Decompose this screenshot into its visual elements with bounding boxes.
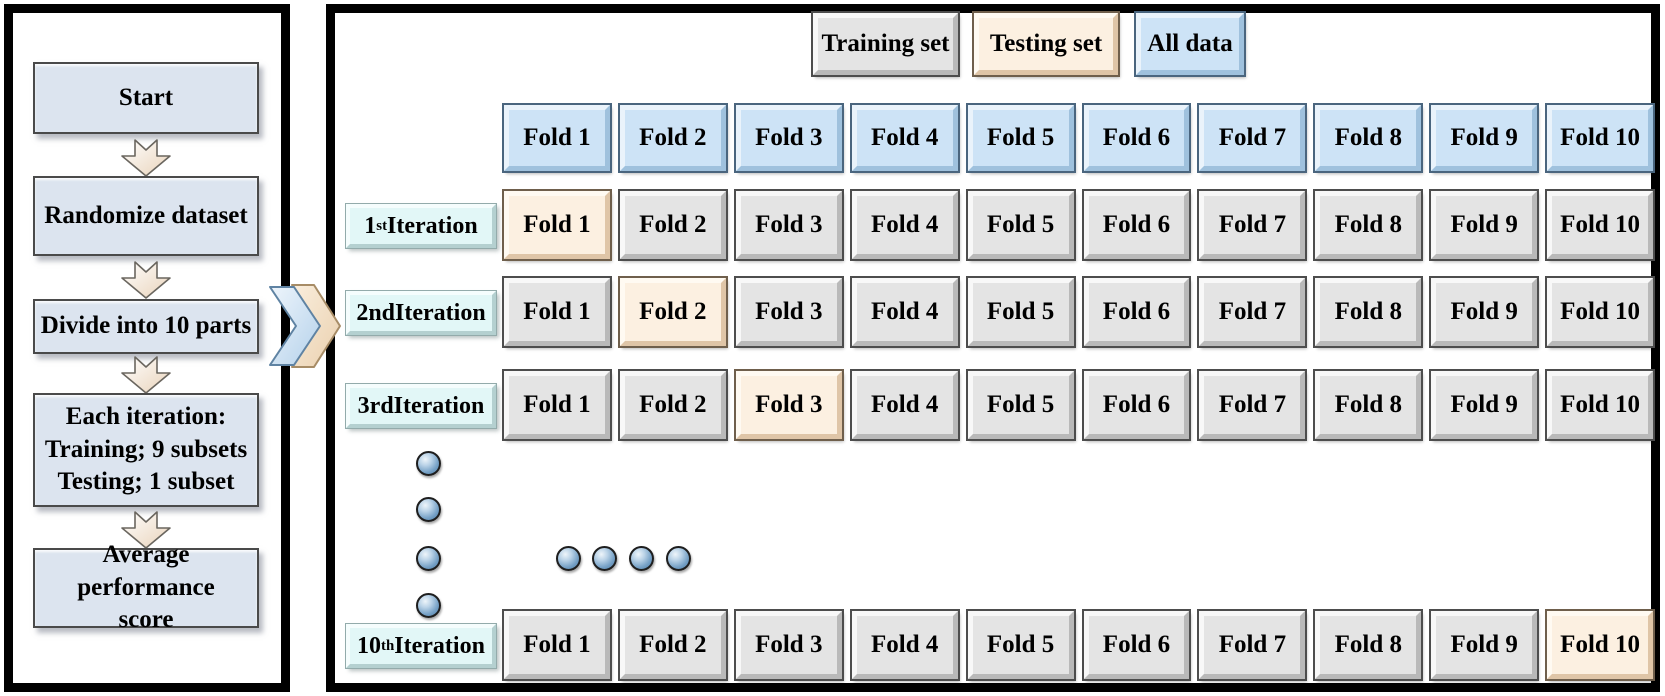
fold-header-cell: Fold 3 bbox=[733, 103, 844, 173]
down-arrow-icon bbox=[121, 356, 171, 394]
fold-cell: Fold 6 bbox=[1081, 189, 1192, 261]
flow-step-average-score: Average performance score bbox=[33, 541, 259, 633]
fold-header-cell: Fold 6 bbox=[1081, 103, 1192, 173]
fold-cell: Fold 4 bbox=[849, 276, 960, 348]
flow-step-start: Start bbox=[33, 62, 259, 134]
fold-cell: Fold 9 bbox=[1429, 609, 1540, 681]
fold-cell: Fold 5 bbox=[965, 369, 1076, 441]
fold-header-cell: Fold 4 bbox=[849, 103, 960, 173]
fold-cell: Fold 4 bbox=[849, 189, 960, 261]
down-arrow-icon bbox=[121, 261, 171, 299]
iteration-number: 1 bbox=[364, 212, 377, 239]
fold-cell: Fold 3 bbox=[733, 189, 844, 261]
fold-cell: Fold 5 bbox=[965, 276, 1076, 348]
fold-cell: Fold 4 bbox=[849, 369, 960, 441]
iteration-number: 3rd bbox=[357, 392, 394, 419]
fold-cell: Fold 9 bbox=[1429, 276, 1540, 348]
fold-cell: Fold 3 bbox=[733, 369, 844, 441]
fold-cell: Fold 7 bbox=[1197, 276, 1308, 348]
fold-cell: Fold 9 bbox=[1429, 189, 1540, 261]
ellipsis-dot bbox=[416, 546, 441, 571]
fold-cell: Fold 1 bbox=[502, 609, 612, 681]
legend-training-box: Training set bbox=[811, 11, 960, 77]
iteration-word: Iteration bbox=[387, 212, 478, 239]
fold-cell: Fold 2 bbox=[617, 189, 728, 261]
iteration-2-label: 2nd Iteration bbox=[345, 290, 497, 336]
iteration-word: Iteration bbox=[394, 632, 485, 659]
fold-cell: Fold 1 bbox=[502, 189, 612, 261]
double-chevron-icon bbox=[269, 284, 341, 368]
fold-header-cell: Fold 10 bbox=[1545, 103, 1656, 173]
fold-cell: Fold 3 bbox=[733, 276, 844, 348]
iteration-3-label: 3rd Iteration bbox=[345, 383, 497, 429]
fold-header-cell: Fold 2 bbox=[617, 103, 728, 173]
fold-cell: Fold 10 bbox=[1545, 189, 1656, 261]
fold-header-cell: Fold 5 bbox=[965, 103, 1076, 173]
fold-cell: Fold 2 bbox=[617, 276, 728, 348]
ellipsis-dot bbox=[556, 546, 581, 571]
flowchart-panel: Start Randomize dataset Divide into 10 p… bbox=[4, 4, 290, 692]
fold-cell: Fold 5 bbox=[965, 609, 1076, 681]
fold-cell: Fold 1 bbox=[502, 369, 612, 441]
down-arrow-icon bbox=[121, 139, 171, 177]
fold-cell: Fold 10 bbox=[1545, 369, 1656, 441]
iteration-3-row: Fold 1 Fold 2 Fold 3 Fold 4 Fold 5 Fold … bbox=[502, 369, 1656, 441]
fold-header-cell: Fold 7 bbox=[1197, 103, 1308, 173]
fold-header-cell: Fold 8 bbox=[1313, 103, 1424, 173]
fold-cell: Fold 2 bbox=[617, 609, 728, 681]
fold-cell: Fold 10 bbox=[1545, 276, 1656, 348]
fold-header-cell: Fold 1 bbox=[502, 103, 612, 173]
fold-cell: Fold 1 bbox=[502, 276, 612, 348]
iteration-number: 2nd bbox=[356, 299, 396, 326]
iteration-10-row: Fold 1 Fold 2 Fold 3 Fold 4 Fold 5 Fold … bbox=[502, 609, 1656, 681]
fold-cell: Fold 8 bbox=[1313, 369, 1424, 441]
flow-step-randomize: Randomize dataset bbox=[33, 176, 259, 256]
ellipsis-dot bbox=[416, 497, 441, 522]
ellipsis-dot bbox=[629, 546, 654, 571]
legend-all-data-box: All data bbox=[1134, 11, 1246, 77]
fold-cell: Fold 6 bbox=[1081, 609, 1192, 681]
ellipsis-dot bbox=[592, 546, 617, 571]
fold-cell: Fold 2 bbox=[617, 369, 728, 441]
flow-step-divide: Divide into 10 parts bbox=[33, 299, 259, 354]
fold-cell: Fold 10 bbox=[1545, 609, 1656, 681]
iteration-1-row: Fold 1 Fold 2 Fold 3 Fold 4 Fold 5 Fold … bbox=[502, 189, 1656, 261]
fold-cell: Fold 6 bbox=[1081, 369, 1192, 441]
fold-header-row: Fold 1 Fold 2 Fold 3 Fold 4 Fold 5 Fold … bbox=[502, 103, 1656, 173]
fold-cell: Fold 8 bbox=[1313, 189, 1424, 261]
fold-grid-panel: Training set Testing set All data Fold 1… bbox=[326, 4, 1660, 692]
fold-cell: Fold 5 bbox=[965, 189, 1076, 261]
fold-cell: Fold 6 bbox=[1081, 276, 1192, 348]
ellipsis-dot bbox=[416, 451, 441, 476]
iteration-word: Iteration bbox=[395, 299, 486, 326]
fold-header-cell: Fold 9 bbox=[1429, 103, 1540, 173]
fold-cell: Fold 4 bbox=[849, 609, 960, 681]
flow-step-each-iteration: Each iteration: Training; 9 subsets Test… bbox=[33, 393, 259, 507]
iteration-number: 10 bbox=[357, 632, 382, 659]
fold-cell: Fold 7 bbox=[1197, 609, 1308, 681]
iteration-word: Iteration bbox=[393, 392, 485, 419]
fold-cell: Fold 7 bbox=[1197, 189, 1308, 261]
fold-cell: Fold 8 bbox=[1313, 609, 1424, 681]
fold-cell: Fold 7 bbox=[1197, 369, 1308, 441]
fold-cell: Fold 3 bbox=[733, 609, 844, 681]
fold-cell: Fold 8 bbox=[1313, 276, 1424, 348]
ellipsis-dot bbox=[416, 593, 441, 618]
fold-cell: Fold 9 bbox=[1429, 369, 1540, 441]
iteration-2-row: Fold 1 Fold 2 Fold 3 Fold 4 Fold 5 Fold … bbox=[502, 276, 1656, 348]
legend-testing-box: Testing set bbox=[972, 11, 1120, 77]
ellipsis-dot bbox=[666, 546, 691, 571]
down-arrow-icon bbox=[121, 511, 171, 549]
